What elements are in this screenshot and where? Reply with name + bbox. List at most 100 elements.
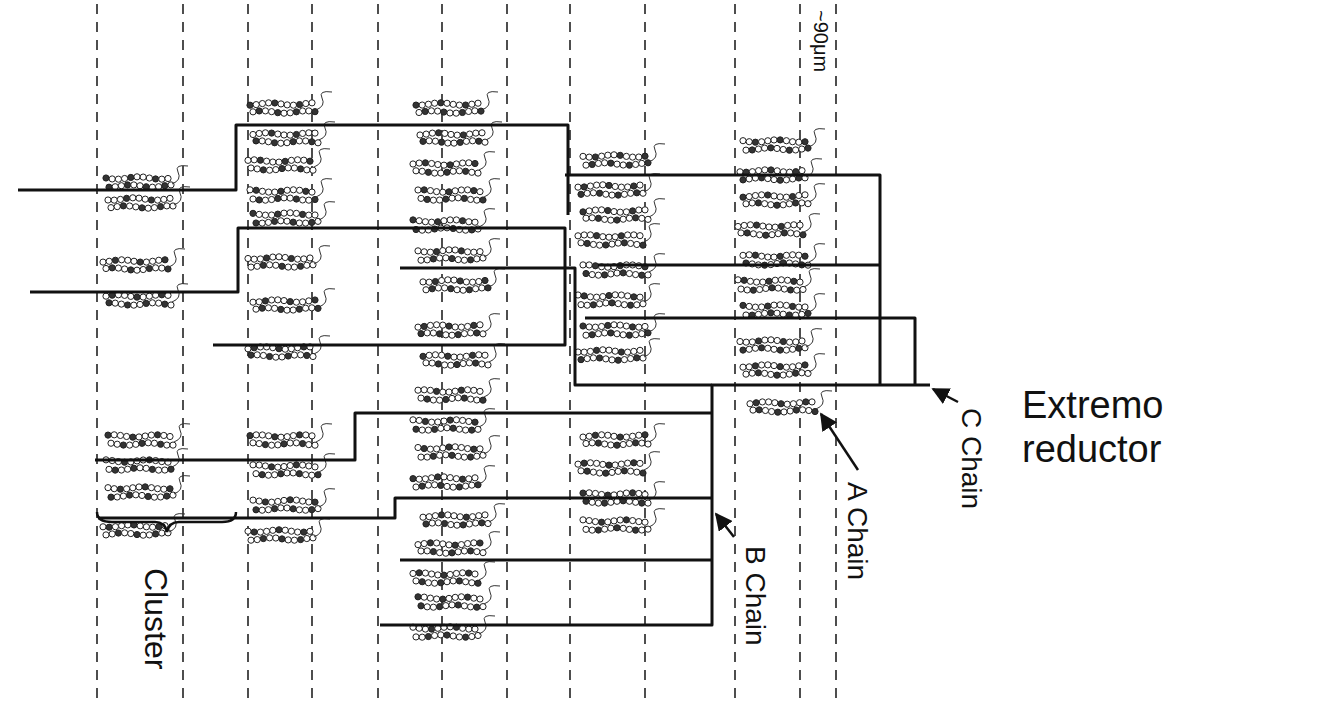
helix-tail — [316, 424, 332, 442]
glucose-unit — [630, 490, 636, 496]
glucose-unit — [633, 215, 639, 221]
glucose-unit — [802, 253, 808, 259]
glucose-unit — [427, 188, 433, 194]
glucose-unit — [799, 338, 805, 344]
glucose-unit — [480, 604, 486, 610]
glucose-unit — [422, 160, 428, 166]
glucose-unit — [136, 434, 142, 440]
glucose-unit — [418, 331, 424, 337]
glucose-unit — [425, 580, 431, 586]
glucose-unit — [461, 257, 467, 263]
glucose-unit — [612, 234, 618, 240]
glucose-unit — [276, 346, 282, 352]
glucose-unit — [453, 110, 459, 116]
glucose-unit — [802, 362, 808, 368]
glucose-unit — [100, 524, 106, 530]
glucose-unit — [479, 130, 485, 136]
glucose-unit — [471, 249, 477, 255]
glucose-unit — [256, 440, 262, 446]
glucose-unit — [306, 442, 312, 448]
glucose-unit — [455, 395, 461, 401]
glucose-unit — [578, 357, 584, 363]
glucose-unit — [796, 139, 802, 145]
glucose-unit — [757, 232, 763, 238]
glucose-unit — [458, 248, 464, 254]
glucose-unit — [256, 197, 262, 203]
glucose-unit — [435, 474, 441, 480]
glucose-unit — [260, 262, 266, 268]
glucose-unit — [267, 353, 273, 359]
glucose-unit — [438, 632, 444, 638]
glucose-unit — [432, 513, 438, 519]
glucose-unit — [452, 188, 458, 194]
glucose-unit — [471, 446, 477, 452]
glucose-unit — [293, 462, 299, 468]
glucose-unit — [443, 396, 449, 402]
glucose-unit — [440, 189, 446, 195]
glucose-unit — [575, 184, 581, 190]
glucose-unit — [265, 139, 271, 145]
glucose-unit — [470, 138, 476, 144]
glucose-unit — [413, 102, 419, 108]
helix-tail — [484, 379, 500, 397]
glucose-unit — [410, 570, 416, 576]
glucose-unit — [762, 310, 768, 316]
glucose-unit — [453, 161, 459, 167]
glucose-unit — [117, 486, 123, 492]
glucose-unit — [633, 499, 639, 505]
glucose-unit — [809, 399, 815, 405]
glucose-unit — [448, 362, 454, 368]
glucose-unit — [600, 234, 606, 240]
glucose-unit — [763, 232, 769, 238]
glucose-unit — [410, 217, 416, 223]
glucose-unit — [611, 518, 617, 524]
glucose-unit — [284, 505, 290, 511]
glucose-unit — [461, 548, 467, 554]
glucose-unit — [755, 200, 761, 206]
glucose-unit — [306, 499, 312, 505]
glucose-unit — [803, 399, 809, 405]
glucose-unit — [419, 483, 425, 489]
glucose-unit — [780, 372, 786, 378]
glucose-unit — [265, 472, 271, 478]
glucose-unit — [281, 110, 287, 116]
glucose-unit — [441, 474, 447, 480]
glucose-unit — [631, 460, 637, 466]
glucose-unit — [452, 324, 458, 330]
glucose-unit — [580, 262, 586, 268]
glucose-unit — [584, 468, 590, 474]
glucose-unit — [802, 139, 808, 145]
glucose-unit — [471, 322, 477, 328]
glucose-unit — [418, 548, 424, 554]
glucose-unit — [639, 440, 645, 446]
glucose-unit — [800, 286, 806, 292]
glucose-unit — [270, 159, 276, 165]
glucose-unit — [762, 370, 768, 376]
glucose-unit — [424, 196, 430, 202]
glucose-unit — [759, 139, 765, 145]
glucose-unit — [248, 165, 254, 171]
glucose-unit — [419, 102, 425, 108]
glucose-unit — [253, 432, 259, 438]
glucose-unit — [451, 277, 457, 283]
glucose-unit — [477, 446, 483, 452]
glucose-unit — [787, 408, 793, 414]
glucose-unit — [460, 476, 466, 482]
glucose-unit — [267, 535, 273, 541]
glucose-unit — [765, 254, 771, 260]
glucose-unit — [309, 100, 315, 106]
glucose-unit — [105, 485, 111, 491]
cluster-divider — [835, 4, 837, 704]
glucose-unit — [595, 440, 601, 446]
glucose-unit — [432, 138, 438, 144]
glucose-unit — [140, 174, 146, 180]
glucose-unit — [606, 462, 612, 468]
glucose-unit — [440, 445, 446, 451]
glucose-unit — [623, 434, 629, 440]
glucose-unit — [284, 187, 290, 193]
glucose-unit — [287, 299, 293, 305]
glucose-unit — [452, 594, 458, 600]
glucose-unit — [783, 364, 789, 370]
glucose-unit — [115, 530, 121, 536]
glucose-unit — [307, 158, 313, 164]
